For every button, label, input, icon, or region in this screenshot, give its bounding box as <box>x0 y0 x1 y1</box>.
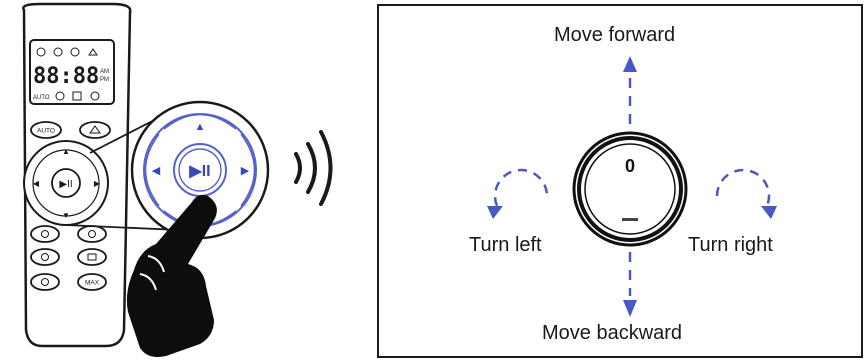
auto-button <box>30 121 62 139</box>
remote-play-pause-icon: ▶II <box>59 179 72 190</box>
movement-diagram: 0 Move forward Move backward Turn left T… <box>377 4 863 358</box>
play-pause-icon: ▶II <box>188 163 210 180</box>
home-icon <box>89 125 101 134</box>
turn-left-label: Turn left <box>469 234 542 256</box>
move-backward-label: Move backward <box>542 322 683 344</box>
svg-text:▲: ▲ <box>62 147 70 156</box>
remote-play-pause-button <box>51 168 81 198</box>
edge-button <box>77 248 107 266</box>
robot-front-mark: 0 <box>625 156 635 176</box>
home-button <box>79 121 111 139</box>
lcd-top-icons <box>36 47 98 57</box>
turn-right-arrow <box>715 168 777 219</box>
svg-text:◀: ◀ <box>33 179 40 188</box>
robot-logo <box>622 218 638 221</box>
lcd-auto-status: AUTO <box>33 95 50 101</box>
movement-svg: 0 <box>487 56 777 317</box>
lcd-bottom-icons <box>55 91 100 101</box>
remote-illustration: 88:88 AM PM AUTO AUTO ▶II ▲ ▼ ◀ ▶ MAX <box>0 0 360 362</box>
up-arrow-icon: ▲ <box>195 121 206 133</box>
lcd-display <box>29 39 115 105</box>
move-forward-label: Move forward <box>554 24 676 46</box>
clock-button <box>30 248 60 266</box>
lcd-digits: 88:88 <box>33 64 99 89</box>
turn-right-label: Turn right <box>688 234 773 256</box>
spot-button <box>77 225 107 243</box>
auto-button-label: AUTO <box>37 128 55 135</box>
right-arrow-icon: ▶ <box>241 165 250 177</box>
max-button-label: MAX <box>85 280 100 287</box>
left-arrow-icon: ◀ <box>152 165 161 177</box>
hand-icon <box>126 194 217 357</box>
schedule-button <box>30 225 60 243</box>
turn-left-arrow <box>487 168 549 219</box>
backward-arrow <box>623 252 637 317</box>
lcd-am: AM <box>100 69 109 75</box>
power-button <box>30 273 60 291</box>
remote-svg: 88:88 AM PM AUTO AUTO ▶II ▲ ▼ ◀ ▶ MAX <box>22 2 333 357</box>
lcd-pm: PM <box>100 77 109 83</box>
svg-text:▼: ▼ <box>62 211 70 220</box>
max-button <box>77 273 107 291</box>
signal-waves-icon <box>294 130 333 206</box>
forward-arrow <box>623 56 637 124</box>
robot-vacuum: 0 <box>572 131 688 247</box>
svg-text:▶: ▶ <box>94 179 101 188</box>
